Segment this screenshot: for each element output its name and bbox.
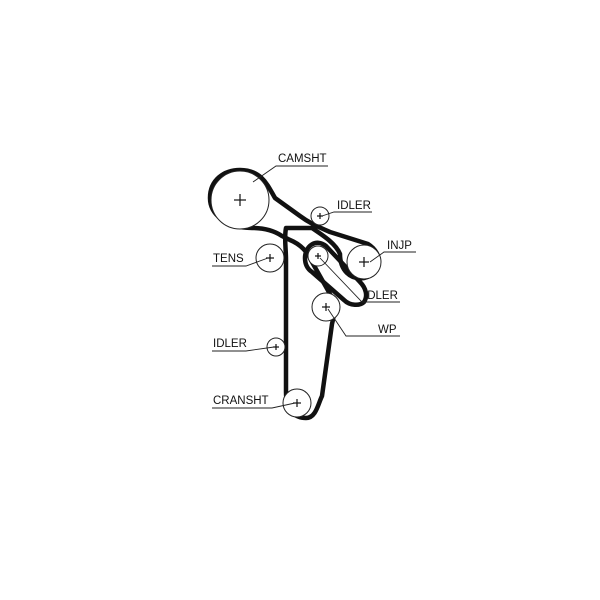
leader-idler-top [321, 211, 372, 217]
water-pump-pulley [311, 292, 341, 322]
leader-idler-left [212, 346, 275, 352]
leader-lines [212, 165, 416, 409]
leader-camshaft [252, 165, 328, 183]
leader-injection-pump [369, 251, 416, 263]
label-crankshaft: CRANSHT [213, 395, 269, 407]
injection-pump-pulley [346, 244, 382, 280]
tensioner-pulley [255, 243, 285, 273]
label-tensioner: TENS [213, 253, 244, 265]
label-idler-top: IDLER [337, 200, 371, 212]
label-water-pump: WP [378, 324, 397, 336]
label-injection-pump: INJP [387, 240, 412, 252]
idler-left-pulley [266, 337, 286, 357]
label-camshaft: CAMSHT [278, 153, 327, 165]
idler-top-pulley [310, 206, 330, 226]
leader-tensioner [212, 257, 269, 267]
camshaft-pulley [210, 170, 270, 230]
leader-idler-mid [319, 257, 400, 303]
leader-crankshaft [212, 402, 296, 409]
leader-water-pump [327, 308, 400, 337]
crankshaft-pulley [282, 388, 312, 418]
label-idler-mid: IDLER [364, 290, 398, 302]
label-idler-left: IDLER [213, 338, 247, 350]
